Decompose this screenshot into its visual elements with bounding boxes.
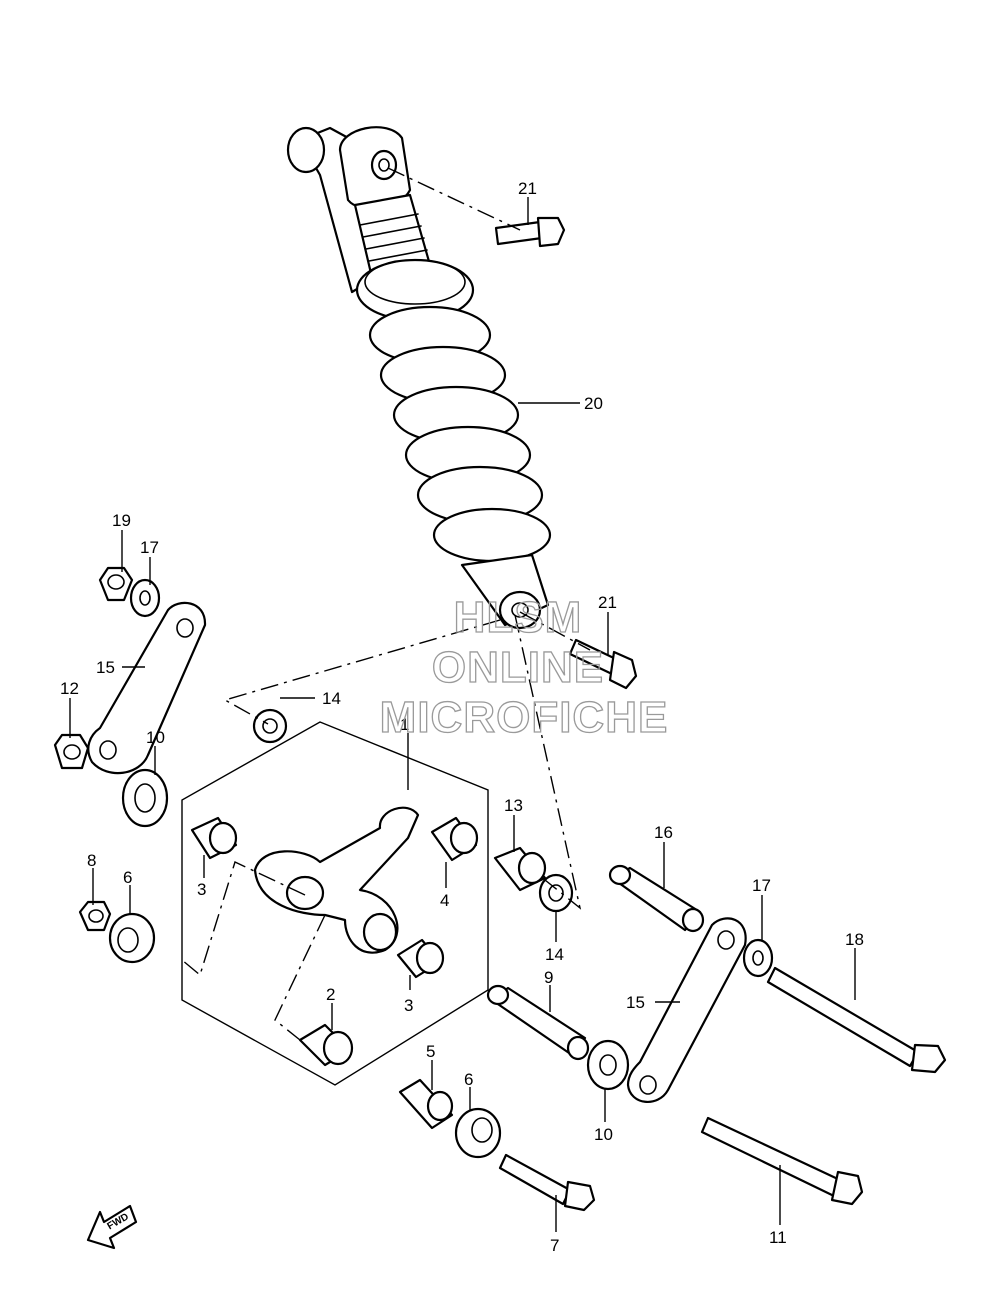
nut-19[interactable] (98, 566, 134, 602)
washer-6-right[interactable] (454, 1107, 502, 1159)
bolt-18[interactable] (766, 966, 947, 1074)
callout-21: 21 (518, 179, 537, 198)
callout-17: 17 (752, 876, 771, 895)
callout-18: 18 (845, 930, 864, 949)
callout-8: 8 (87, 851, 96, 870)
spacer-13[interactable] (493, 846, 547, 892)
callout-15: 15 (626, 993, 645, 1012)
spacer-16[interactable] (608, 864, 705, 933)
callout-21: 21 (598, 593, 617, 612)
bolt-7[interactable] (498, 1153, 596, 1212)
watermark-line-3: MICROFICHE (380, 693, 669, 742)
callout-6: 6 (123, 868, 132, 887)
watermark-line-2: ONLINE (432, 643, 604, 692)
forward-direction-arrow-icon: FWD (86, 1204, 138, 1250)
bushing-10-left[interactable] (121, 768, 169, 828)
cushion-lever[interactable] (253, 806, 420, 954)
link-15-left[interactable] (87, 601, 207, 775)
washer-6-left[interactable] (108, 912, 156, 964)
callout-4: 4 (440, 891, 449, 910)
callout-10: 10 (146, 728, 165, 747)
spacer-5[interactable] (398, 1078, 454, 1130)
callout-10: 10 (594, 1125, 613, 1144)
watermark-line-1: HLSM (454, 593, 583, 642)
callout-11: 11 (769, 1228, 787, 1247)
callout-leader-lines (69, 197, 856, 1232)
bushing-2[interactable] (298, 1023, 354, 1067)
callout-12: 12 (60, 679, 79, 698)
callout-9: 9 (544, 968, 553, 987)
cushion-lever-outline (181, 721, 489, 1086)
callout-3: 3 (404, 996, 413, 1015)
nut-8[interactable] (78, 900, 112, 932)
callout-numbers: 1 2 3 3 4 5 6 6 7 8 9 10 10 11 12 13 14 … (60, 179, 864, 1255)
callout-16: 16 (654, 823, 673, 842)
bolt-21-upper[interactable] (494, 216, 566, 248)
callout-5: 5 (426, 1042, 435, 1061)
callout-6: 6 (464, 1070, 473, 1089)
callout-15: 15 (96, 658, 115, 677)
callout-20: 20 (584, 394, 603, 413)
shock-absorber[interactable] (286, 126, 552, 630)
assembly-guide-lines (181, 167, 591, 1041)
callout-14: 14 (322, 689, 341, 708)
callout-3: 3 (197, 880, 206, 899)
callout-7: 7 (550, 1236, 559, 1255)
spacer-9[interactable] (486, 984, 590, 1061)
watermark: HLSM ONLINE MICROFICHE (379, 592, 669, 742)
bushing-10-right[interactable] (586, 1039, 630, 1091)
callout-1: 1 (400, 715, 409, 734)
spacer-14-lower[interactable] (538, 873, 574, 913)
link-15-right[interactable] (626, 917, 747, 1103)
washer-17-right[interactable] (742, 938, 774, 978)
callout-17: 17 (140, 538, 159, 557)
callout-19: 19 (112, 511, 131, 530)
bolt-11[interactable] (700, 1116, 864, 1206)
bushing-3-lower[interactable] (396, 938, 445, 979)
washer-17-left[interactable] (129, 578, 161, 618)
bushing-4[interactable] (430, 816, 479, 862)
callout-2: 2 (326, 985, 335, 1004)
bushing-3-upper[interactable] (190, 816, 238, 860)
callout-13: 13 (504, 796, 523, 815)
callout-14: 14 (545, 945, 564, 964)
nut-12[interactable] (53, 733, 90, 770)
bolt-21-lower[interactable] (568, 638, 638, 690)
shock-spring-coils (368, 305, 552, 563)
spacer-14-upper[interactable] (252, 708, 288, 744)
